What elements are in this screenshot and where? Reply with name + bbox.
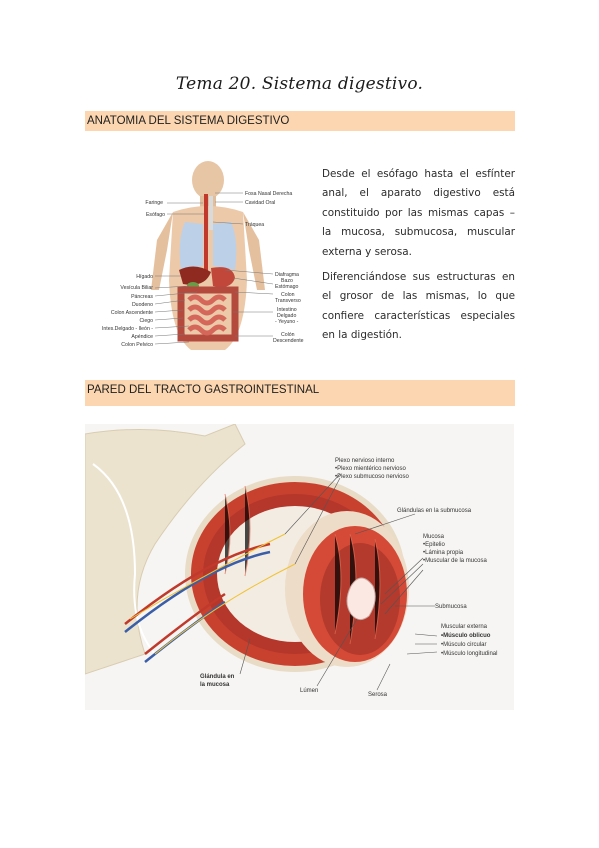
label-mucosa: Mucosa: [423, 534, 445, 540]
label-plexo-mienterico: •Plexo mientérico nervioso: [335, 466, 406, 472]
label-duodeno: Duodeno: [132, 302, 153, 308]
label-apendice: Apéndice: [131, 334, 153, 340]
label-diafragma: Diafragma: [275, 272, 299, 278]
label-colon-pelvico: Colon Pelvico: [121, 342, 153, 348]
label-delgado: Delgado: [277, 313, 296, 319]
gi-wall-figure: Plexo nervioso interno •Plexo mientérico…: [85, 424, 514, 710]
label-traquea: Tráquea: [245, 222, 264, 228]
paragraph-capas: Desde el esófago hasta el esfínter anal,…: [322, 168, 515, 258]
label-intestino: Intestino: [277, 307, 297, 313]
label-glandulas-submucosa: Glándulas en la submucosa: [397, 508, 472, 514]
label-estomago: Estómago: [275, 284, 298, 290]
label-faringe: Faringe: [145, 200, 163, 206]
label-higado: Hígado: [136, 274, 153, 280]
label-epitelio: •Epitelio: [423, 542, 445, 548]
label-vesicula: Vesícula Biliar: [120, 285, 153, 291]
label-muscular-externa: Muscular externa: [441, 624, 488, 630]
label-musculo-oblicuo: •Músculo oblicuo: [441, 633, 491, 639]
label-intestino-ileon: Intes.Delgado - Ileón -: [102, 326, 153, 332]
label-lamina-propia: •Lámina propia: [423, 550, 464, 556]
label-plexo: Plexo nervioso interno: [335, 458, 395, 464]
digestive-system-figure: Faringe Esófago Hígado Vesícula Biliar P…: [102, 161, 304, 350]
label-esofago: Esófago: [146, 212, 165, 218]
label-serosa: Serosa: [368, 692, 388, 698]
paragraph-diferencias: Diferenciándose sus estructuras en el gr…: [322, 271, 515, 342]
label-glandula-en: Glándula en: [200, 674, 235, 680]
label-ciego: Ciego: [139, 318, 153, 324]
label-transverso: Transverso: [275, 298, 301, 304]
section-heading-anatomia: ANATOMIA DEL SISTEMA DIGESTIVO: [85, 111, 515, 131]
label-lumen: Lúmen: [300, 688, 318, 694]
label-musculo-longitudinal: •Músculo longitudinal: [441, 651, 497, 657]
label-musculo-circular: •Músculo circular: [441, 642, 486, 648]
label-plexo-submucoso: •Plexo submucoso nervioso: [335, 474, 409, 480]
label-colon-ascendente: Colon Ascendente: [111, 310, 153, 316]
label-colon: Colon: [281, 292, 295, 298]
label-fosa-nasal: Fosa Nasal Derecha: [245, 191, 292, 197]
label-pancreas: Páncreas: [131, 294, 153, 300]
label-descendente: Descendente: [273, 338, 304, 344]
label-yeyuno: - Yeyuno -: [275, 319, 299, 325]
page-title: Tema 20. Sistema digestivo.: [175, 74, 424, 94]
label-muscular-mucosa: •Muscular de la mucosa: [423, 558, 487, 564]
label-bazo: Bazo: [281, 278, 293, 284]
label-colon-2: Colón: [281, 332, 295, 338]
label-la-mucosa: la mucosa: [200, 682, 230, 688]
label-cavidad-oral: Cavidad Oral: [245, 200, 275, 206]
label-submucosa: Submucosa: [435, 604, 467, 610]
section-heading-pared: PARED DEL TRACTO GASTROINTESTINAL: [85, 380, 515, 406]
